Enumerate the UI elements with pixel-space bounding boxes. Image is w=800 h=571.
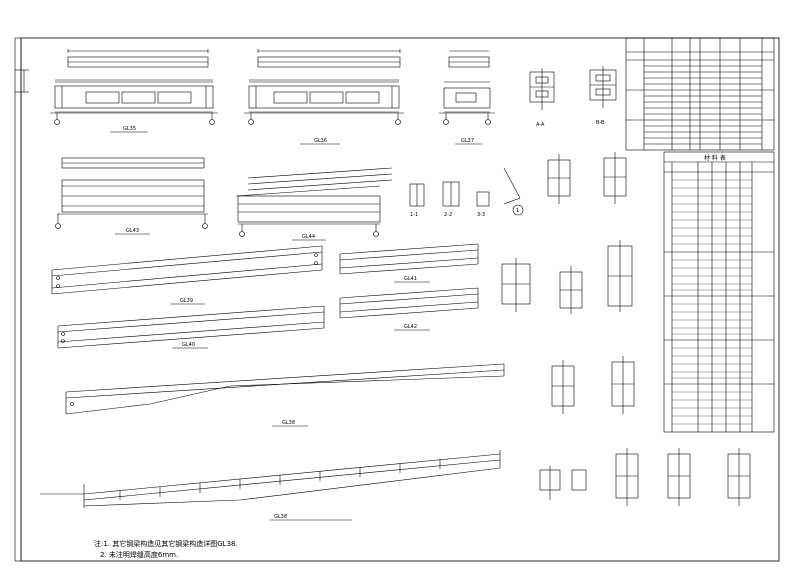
section-aa: A-A bbox=[529, 68, 555, 128]
material-table-title: 材 料 表 bbox=[704, 154, 726, 162]
material-table-top bbox=[625, 37, 775, 151]
gl42-label: GL42 bbox=[404, 324, 417, 330]
gl44-label: GL44 bbox=[302, 234, 315, 240]
beam-gl38-elevation: GL38 bbox=[40, 450, 501, 521]
beam-gl37: GL37 bbox=[439, 50, 495, 145]
gl39-label: GL39 bbox=[180, 298, 193, 304]
section-22: 2-2 bbox=[442, 181, 460, 218]
gl35-label: GL35 bbox=[123, 126, 136, 132]
detail-circle-1: 1 bbox=[503, 167, 524, 216]
gl38-label: GL38 bbox=[282, 420, 295, 426]
gl37-label: GL37 bbox=[461, 138, 474, 144]
general-note-1: 注:1. 其它钢梁构造见其它钢梁构造详图GL38. bbox=[94, 540, 238, 548]
gl41-label: GL41 bbox=[404, 276, 417, 282]
beam-gl40: GL40 bbox=[57, 305, 325, 349]
drawing-border bbox=[14, 37, 780, 562]
section-11-label: 1-1 bbox=[410, 212, 418, 218]
section-33: 3-3 bbox=[476, 191, 490, 218]
node-details bbox=[501, 152, 751, 506]
section-bb: B-B bbox=[589, 66, 617, 126]
gl38-caption: GL38 bbox=[274, 514, 287, 520]
beam-gl35: GL35 bbox=[50, 49, 218, 133]
gl36-label: GL36 bbox=[314, 138, 327, 144]
beam-gl42: GL42 bbox=[339, 287, 479, 331]
detail-circle-label: 1 bbox=[516, 208, 519, 214]
gl40-label: GL40 bbox=[182, 342, 195, 348]
general-note-2: 2. 未注明焊缝高度6mm. bbox=[100, 551, 179, 559]
section-11: 1-1 bbox=[409, 183, 425, 218]
section-22-label: 2-2 bbox=[444, 212, 452, 218]
section-bb-label: B-B bbox=[596, 120, 605, 126]
beam-gl43: GL43 bbox=[55, 157, 208, 235]
section-aa-label: A-A bbox=[536, 122, 545, 128]
gl43-label: GL43 bbox=[126, 228, 139, 234]
beam-gl39: GL39 bbox=[51, 245, 323, 305]
beam-gl41: GL41 bbox=[339, 243, 479, 283]
section-33-label: 3-3 bbox=[477, 212, 485, 218]
beam-gl38: GL38 bbox=[65, 363, 505, 427]
material-table-main: 材 料 表 bbox=[663, 151, 775, 433]
beam-gl44: GL44 bbox=[235, 167, 393, 241]
beam-gl36: GL36 bbox=[244, 49, 404, 145]
